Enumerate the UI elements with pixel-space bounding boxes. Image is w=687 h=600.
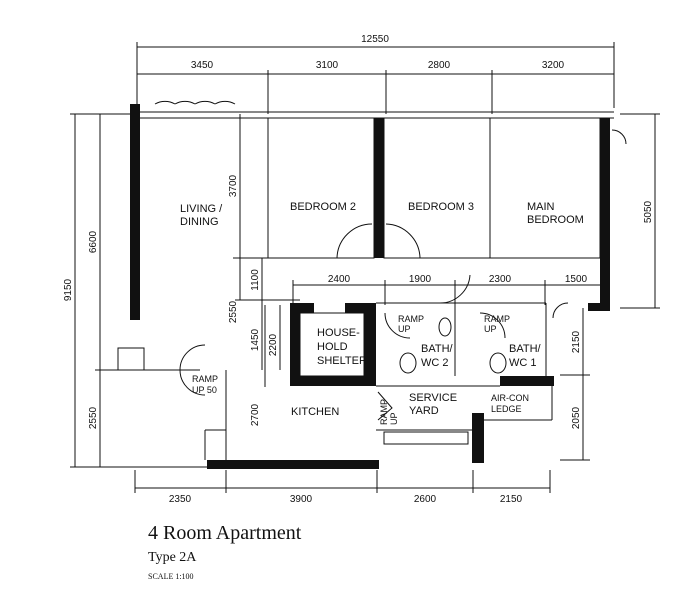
dim-top-2: 3100	[316, 60, 339, 71]
room-living-label: LIVING /	[180, 203, 223, 215]
dimension-lines	[70, 42, 660, 493]
room-bedroom3-label: BEDROOM 3	[408, 201, 474, 213]
room-main-label-2: BEDROOM	[527, 214, 584, 226]
room-service-yard-label: SERVICE	[409, 392, 457, 404]
room-shelter-label-3: SHELTER	[317, 355, 367, 367]
room-aircon-label: AIR-CON	[491, 393, 529, 403]
dim-inner-4: 1450	[250, 328, 261, 351]
room-bath1-label: BATH/	[509, 343, 542, 355]
ramp-label-entrance: RAMP	[192, 374, 218, 384]
room-aircon-label-2: LEDGE	[491, 404, 522, 414]
dim-inner-6: 2700	[250, 403, 261, 426]
room-living-label-2: DINING	[180, 216, 219, 228]
dim-inner-1: 3700	[228, 174, 239, 197]
toilet-icon	[489, 352, 507, 374]
ramp-label-bath1: RAMP	[484, 314, 510, 324]
door-swing-icon	[179, 344, 206, 371]
dim-top-3: 2800	[428, 60, 451, 71]
toilet-icon	[399, 352, 417, 374]
door-swing-icon	[552, 302, 569, 319]
ramp-up-label-bath1: UP	[484, 324, 497, 334]
door-swing-icon	[336, 223, 373, 259]
dim-right-3: 2050	[571, 406, 582, 429]
dim-bottom-4: 2150	[500, 494, 523, 505]
door-swing-icon	[384, 312, 411, 339]
dim-left-2: 2550	[88, 406, 99, 429]
plan-title: 4 Room Apartment	[148, 522, 302, 544]
dim-top-1: 3450	[191, 60, 214, 71]
dim-mid-3: 2300	[489, 274, 512, 285]
dim-inner-3: 2550	[228, 300, 239, 323]
dim-right-1: 5050	[643, 200, 654, 223]
room-shelter-label-2: HOLD	[317, 341, 348, 353]
ramp-label-bath2: RAMP	[398, 314, 424, 324]
dim-mid-4: 1500	[565, 274, 588, 285]
door-swing-icon	[179, 369, 206, 396]
plan-scale: SCALE 1:100	[148, 572, 194, 581]
dim-left-1: 6600	[88, 230, 99, 253]
door-swing-icon	[611, 129, 627, 145]
partitions	[117, 100, 627, 460]
ramp-up-label-entrance: UP 50	[192, 385, 217, 395]
plan-type: Type 2A	[148, 550, 197, 565]
room-kitchen-label: KITCHEN	[291, 406, 339, 418]
room-service-yard-label-2: YARD	[409, 405, 439, 417]
room-bath2-label: BATH/	[421, 343, 454, 355]
walls	[130, 104, 610, 469]
dim-bottom-1: 2350	[169, 494, 192, 505]
dim-inner-2: 1100	[250, 269, 261, 291]
ramp-up-label-bath2: UP	[398, 324, 411, 334]
dim-mid-1: 2400	[328, 274, 351, 285]
room-bedroom2-label: BEDROOM 2	[290, 201, 356, 213]
dim-inner-5: 2200	[268, 333, 279, 356]
room-main-label: MAIN	[527, 201, 555, 213]
ramp-up-label-yard: UP	[389, 412, 399, 425]
dim-bottom-3: 2600	[414, 494, 437, 505]
folding-door-icon	[154, 100, 236, 105]
door-swing-icon	[439, 274, 471, 304]
room-bath1-label-2: WC 1	[509, 357, 537, 369]
dim-total-depth: 9150	[63, 278, 74, 301]
basin-icon	[438, 317, 452, 337]
dim-top-4: 3200	[542, 60, 565, 71]
door-swing-icon	[385, 223, 421, 259]
dim-bottom-2: 3900	[290, 494, 313, 505]
dim-mid-2: 1900	[409, 274, 432, 285]
ramp-icon	[377, 391, 393, 421]
dim-right-2: 2150	[571, 330, 582, 353]
room-bath2-label-2: WC 2	[421, 357, 449, 369]
dim-total-width: 12550	[361, 34, 389, 45]
door-swing-icon	[479, 312, 506, 339]
room-shelter-label: HOUSE-	[317, 327, 360, 339]
ramp-label-yard: RAMP	[379, 399, 389, 425]
